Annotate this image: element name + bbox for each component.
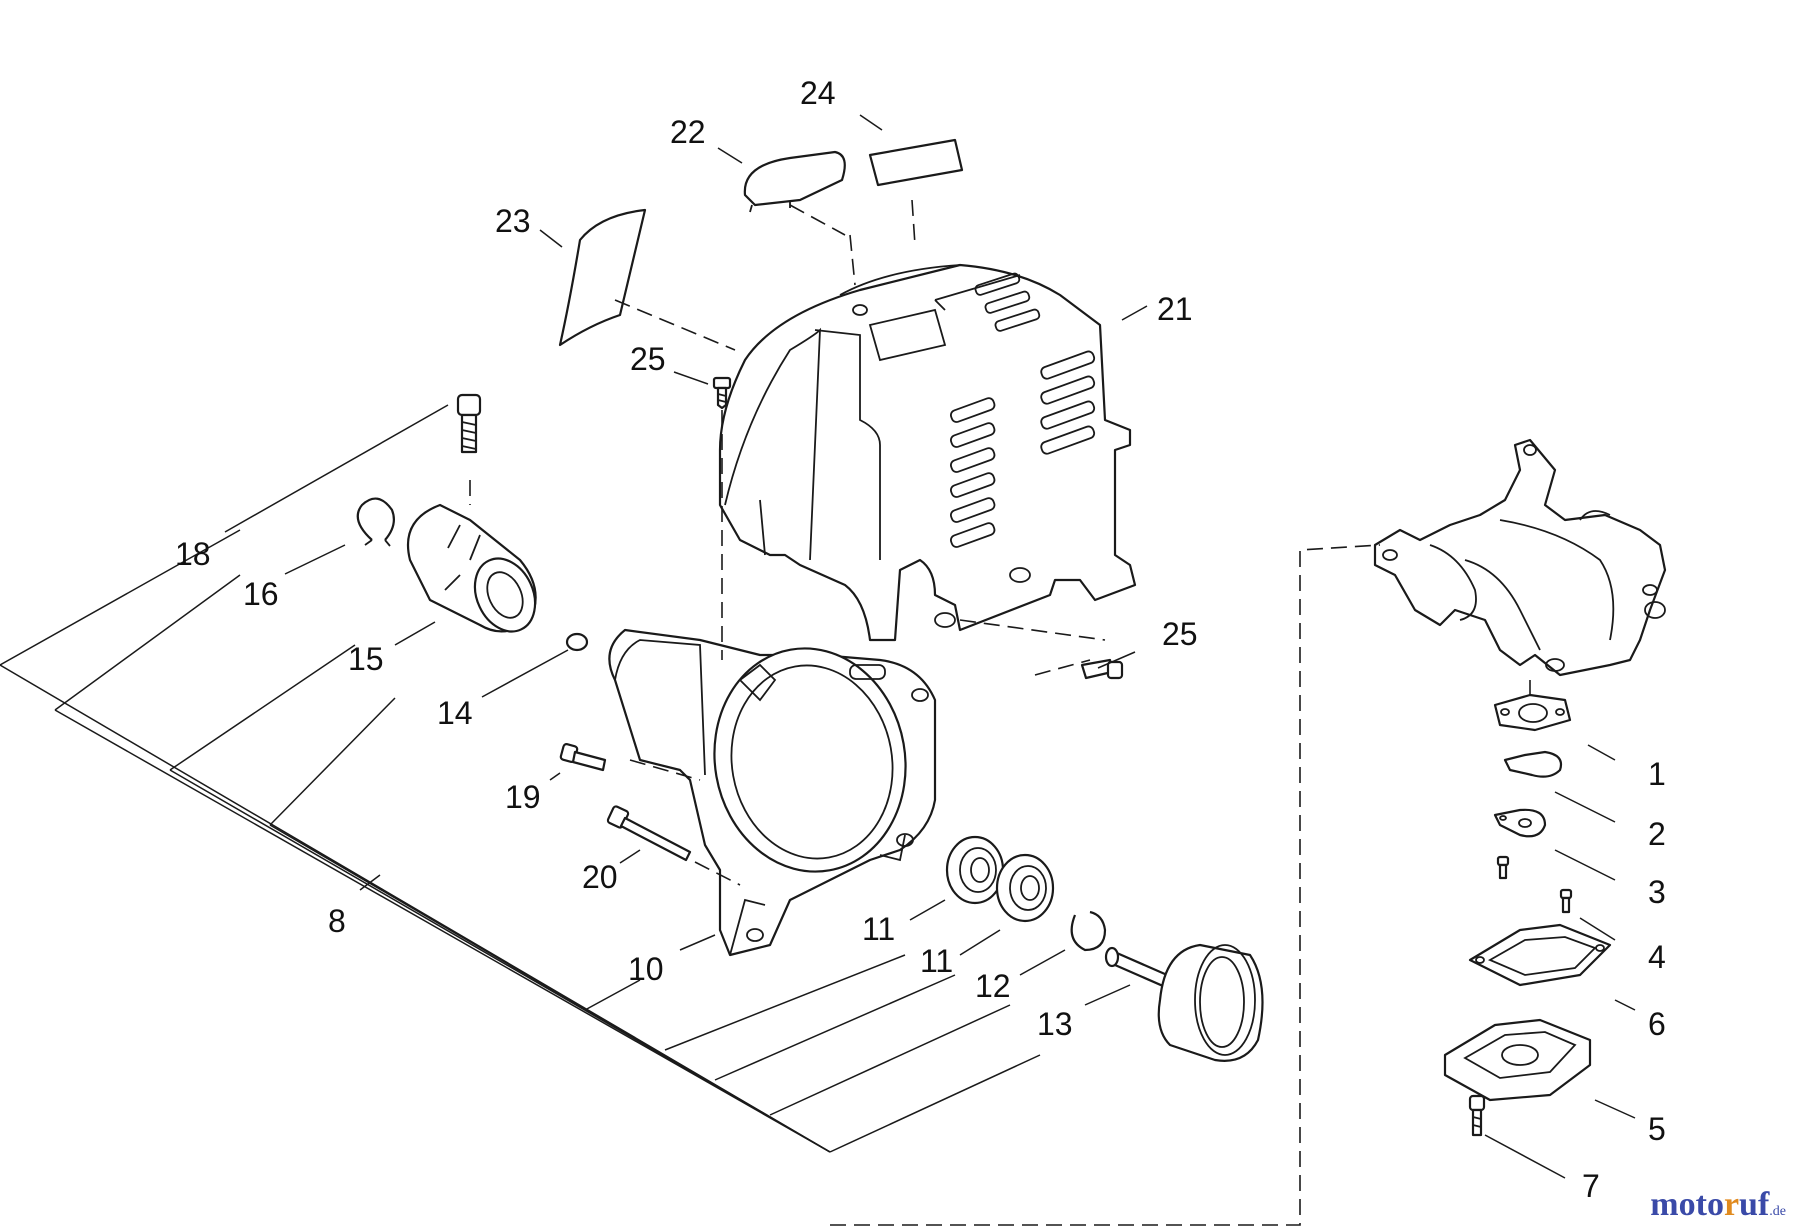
part-23-filter-sheet xyxy=(558,208,647,347)
callout-19: 19 xyxy=(505,779,541,815)
part-25-screw-lower xyxy=(1080,658,1124,680)
part-10-fan-housing xyxy=(608,628,937,957)
watermark-accent: r xyxy=(1723,1186,1740,1223)
callout-5: 5 xyxy=(1648,1111,1666,1147)
part-2-reed xyxy=(1503,750,1563,778)
callout-10: 10 xyxy=(628,951,664,987)
part-4-screw xyxy=(1559,888,1573,914)
part-3-screw xyxy=(1496,855,1510,880)
watermark-logo: motoruf.de xyxy=(1650,1186,1786,1224)
callout-8: 8 xyxy=(328,903,346,939)
callout-16: 16 xyxy=(243,576,279,612)
callout-6: 6 xyxy=(1648,1006,1666,1042)
part-7-bolt xyxy=(1468,1094,1486,1137)
cover-top-slots xyxy=(974,272,1041,332)
callout-7: 7 xyxy=(1582,1168,1600,1204)
callout-21: 21 xyxy=(1157,291,1193,327)
part-6-gasket xyxy=(1468,923,1612,987)
callout-18: 18 xyxy=(175,536,211,572)
part-21-engine-cover xyxy=(718,263,1137,642)
part-25-screw-upper xyxy=(712,376,732,410)
callout-11-rear: 11 xyxy=(920,943,953,979)
part-18-bolt xyxy=(456,393,482,454)
watermark-main: moto xyxy=(1650,1186,1724,1223)
callout-13: 13 xyxy=(1037,1006,1073,1042)
part-5-insulator xyxy=(1443,1018,1592,1102)
part-19-screw xyxy=(559,743,607,772)
callout-11-front: 11 xyxy=(862,911,895,947)
callout-22: 22 xyxy=(670,114,706,150)
part-15-adapter xyxy=(406,503,537,633)
callout-2: 2 xyxy=(1648,816,1666,852)
part-22-cap xyxy=(743,150,846,213)
part-13-clutch-drum xyxy=(1104,943,1264,1062)
part-24-decal xyxy=(868,138,964,187)
part-11-bearing-rear xyxy=(995,853,1055,923)
callout-4: 4 xyxy=(1648,939,1666,975)
callout-14: 14 xyxy=(437,695,473,731)
callout-25-upper: 25 xyxy=(630,341,666,377)
callout-24: 24 xyxy=(800,75,836,111)
callout-20: 20 xyxy=(582,859,618,895)
watermark-tld: .de xyxy=(1769,1204,1786,1219)
part-16-circlip xyxy=(356,497,395,547)
part-20-long-bolt xyxy=(606,805,692,862)
callout-labels: 24 22 23 21 25 25 18 16 15 14 19 20 8 10… xyxy=(175,75,1666,1204)
callout-23: 23 xyxy=(495,203,531,239)
callout-3: 3 xyxy=(1648,874,1666,910)
part-1-gasket xyxy=(1493,693,1572,732)
part-14-ring xyxy=(565,632,589,652)
callout-15: 15 xyxy=(348,641,384,677)
watermark-rest: uf xyxy=(1739,1186,1770,1223)
cover-vents-left xyxy=(950,397,996,548)
part-11-bearing-front xyxy=(945,835,1005,905)
callout-1: 1 xyxy=(1648,756,1666,792)
crankcase xyxy=(1373,438,1667,677)
callout-12: 12 xyxy=(975,968,1011,1004)
leader-lines xyxy=(0,114,1636,1179)
callout-25-lower: 25 xyxy=(1162,616,1198,652)
assembly-dashed-lines xyxy=(469,199,1531,1226)
cover-vents-right xyxy=(1040,350,1096,455)
part-12-circlip xyxy=(1070,910,1107,952)
part-3-stopper xyxy=(1493,808,1547,838)
